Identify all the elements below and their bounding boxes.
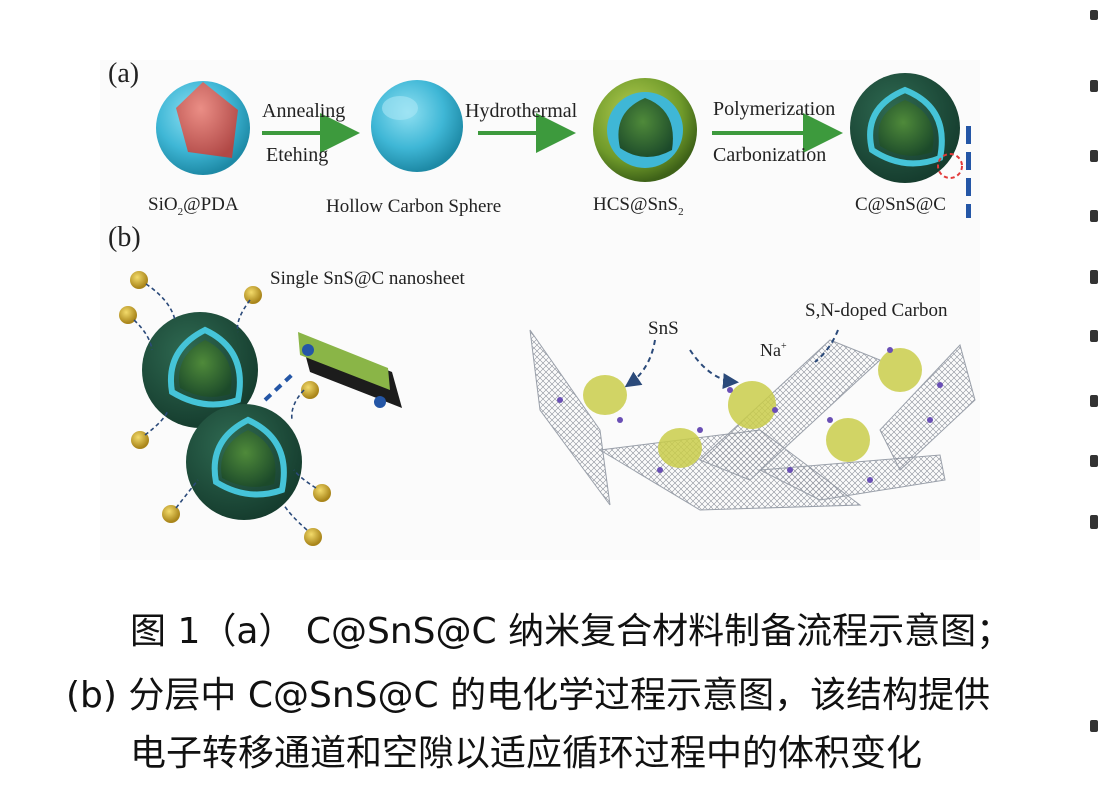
arrow2-top-label: Hydrothermal xyxy=(465,100,578,122)
sns-crystals xyxy=(583,348,922,468)
edge-mark xyxy=(1090,455,1098,467)
carbon-pointer xyxy=(814,329,839,363)
caption-line-3: 电子转移通道和空隙以适应循环过程中的体积变化 xyxy=(130,733,923,774)
sheet-pointer-dash xyxy=(263,370,297,402)
edge-mark xyxy=(1090,80,1098,92)
panel-b-label: (b) xyxy=(108,222,141,253)
na-ion-dots xyxy=(557,347,943,483)
composite-sphere-lower xyxy=(186,404,302,520)
edge-mark xyxy=(1090,210,1098,222)
sns-pointer xyxy=(624,339,656,388)
stage-label-c-sns-c: C@SnS@C xyxy=(855,194,946,215)
arrow3-bottom-label: Carbonization xyxy=(713,144,827,166)
arrow3-top-label: Polymerization xyxy=(713,98,836,120)
edge-mark xyxy=(1090,270,1098,284)
stage-label-sio2-pda: SiO2@PDA xyxy=(148,194,239,218)
edge-mark xyxy=(1090,515,1098,529)
ion-diffusion-paths xyxy=(133,283,317,531)
edge-mark xyxy=(1090,10,1098,20)
sns-c-nanosheet xyxy=(298,332,402,408)
na-ion-label: Na+ xyxy=(760,340,787,360)
single-nanosheet-label: Single SnS@C nanosheet xyxy=(270,268,465,289)
arrow1-bottom-label: Eteh­ing xyxy=(266,144,329,166)
stage-label-hcs-sns2: HCS@SnS2 xyxy=(593,194,684,218)
sio2-pda-sphere xyxy=(156,81,250,175)
edge-mark xyxy=(1090,720,1098,732)
blue-dash-marks xyxy=(966,126,971,218)
caption-line-2: (b) 分层中 C@SnS@C 的电化学过程示意图，该结构提供 xyxy=(66,675,991,716)
caption-line-1: 图 1（a） C@SnS@C 纳米复合材料制备流程示意图； xyxy=(130,611,1013,652)
composite-sphere-upper xyxy=(142,312,258,428)
arrow1-top-label: Annealing xyxy=(262,100,346,122)
stage-label-hollow-carbon-sphere: Hollow Carbon Sphere xyxy=(326,196,502,217)
sns-label: SnS xyxy=(648,318,679,339)
hollow-carbon-sphere xyxy=(371,80,463,172)
edge-mark xyxy=(1090,330,1098,342)
carbon-sheets xyxy=(529,329,976,511)
c-sns-c-sphere xyxy=(850,73,963,183)
sodium-ions xyxy=(119,271,331,546)
carbon-label: S,N-doped Carbon xyxy=(805,300,948,321)
na-path-pointer xyxy=(689,349,739,390)
edge-mark xyxy=(1090,395,1098,407)
hcs-sns2-sphere xyxy=(593,78,697,182)
panel-a-label: (a) xyxy=(108,58,140,89)
edge-mark xyxy=(1090,150,1098,162)
